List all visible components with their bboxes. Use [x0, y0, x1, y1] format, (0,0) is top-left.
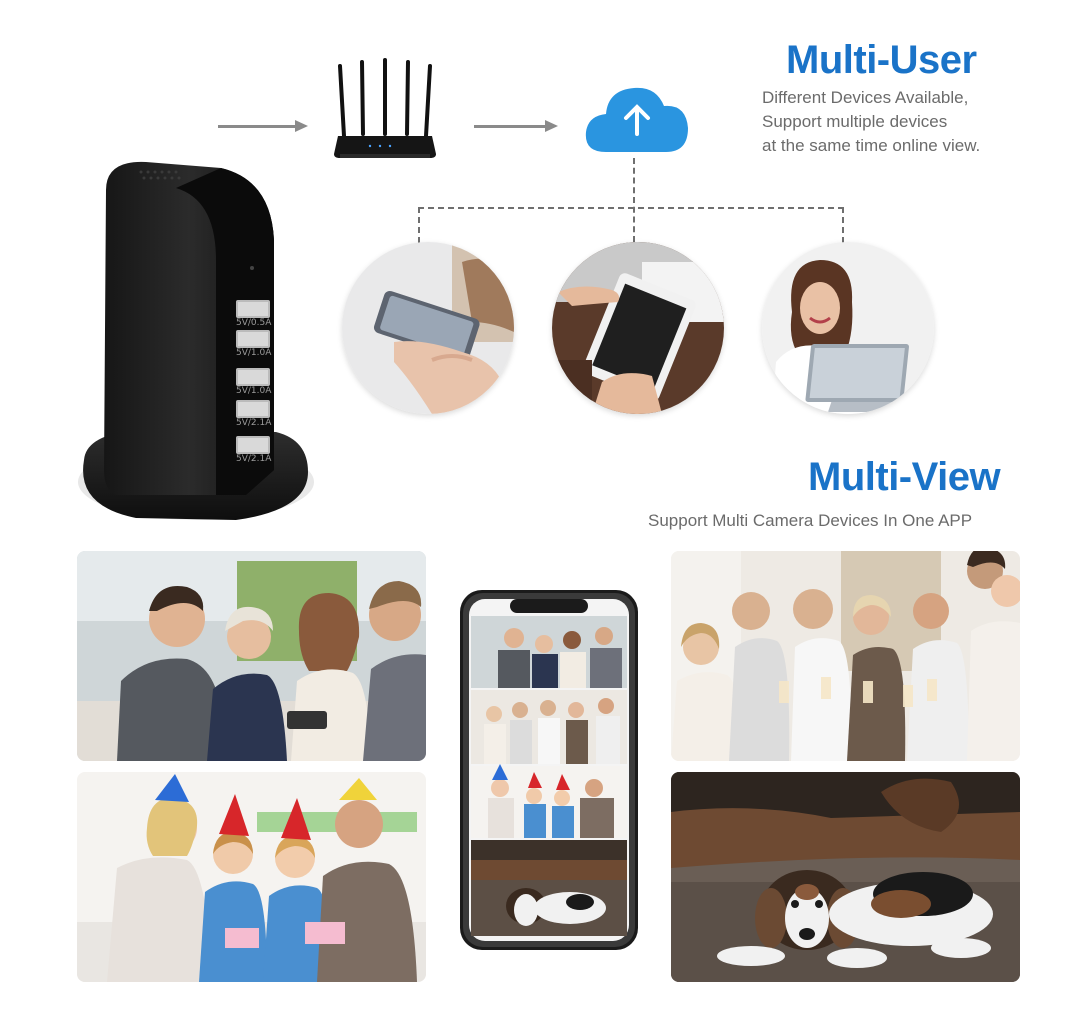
camera-feed-group-table: [77, 551, 426, 761]
port-label: 5V/2.1A: [236, 418, 272, 428]
usb-port: [236, 330, 270, 348]
laptop-user-photo: [762, 242, 934, 414]
flow-arrow: [474, 120, 558, 132]
multi-view-subtitle: Support Multi Camera Devices In One APP: [648, 511, 973, 530]
multi-view-title: Multi-View: [808, 455, 1001, 499]
port-label: 5V/2.1A: [236, 454, 272, 464]
connector-line: [418, 207, 844, 209]
connector-line: [418, 207, 420, 243]
smartphone-app-preview: [460, 590, 638, 950]
tablet-user-photo: [552, 242, 724, 414]
camera-feed-dog: [671, 772, 1020, 982]
wifi-router-icon: [330, 58, 440, 168]
port-label: 5V/0.5A: [236, 318, 272, 328]
usb-port: [236, 300, 270, 318]
usb-port: [236, 400, 270, 418]
description-line: at the same time online view.: [762, 136, 981, 155]
port-label: 5V/1.0A: [236, 386, 272, 396]
connector-line: [633, 158, 635, 242]
description-line: Different Devices Available,: [762, 88, 969, 107]
port-label: 5V/1.0A: [236, 348, 272, 358]
smartphone-user-photo: [342, 242, 514, 414]
flow-arrow: [218, 120, 308, 132]
camera-feed-party: [77, 772, 426, 982]
multi-user-title: Multi-User: [786, 38, 977, 82]
usb-port: [236, 436, 270, 454]
usb-port: [236, 368, 270, 386]
connector-line: [842, 207, 844, 243]
camera-feed-toast: [671, 551, 1020, 761]
usb-charger-camera: 5V/0.5A 5V/1.0A 5V/1.0A 5V/2.1A 5V/2.1A: [46, 150, 316, 530]
charger-illustration: [78, 161, 314, 520]
multi-user-description: Different Devices Available, Support mul…: [762, 86, 980, 158]
description-line: Support multiple devices: [762, 112, 948, 131]
cloud-upload-icon: [582, 80, 692, 156]
